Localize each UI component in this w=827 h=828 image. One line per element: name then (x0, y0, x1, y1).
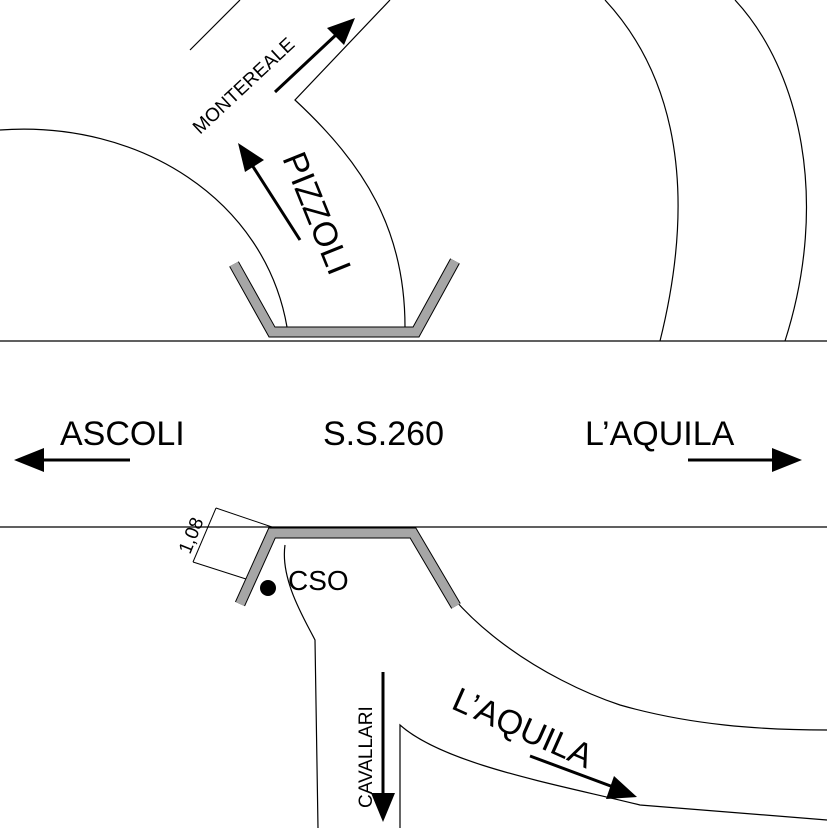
montereale-road-west-edge (189, 0, 241, 51)
south-roads (283, 544, 827, 828)
cavallari-arrow-icon (371, 672, 395, 822)
outer-arc-1 (604, 0, 679, 342)
road-name-label: S.S.260 (323, 415, 444, 453)
cso-label: CSO (288, 565, 349, 596)
cso-point-marker (260, 580, 276, 596)
pizzoli-label: PIZZOLI (275, 147, 358, 280)
south-island-kerb (234, 527, 461, 609)
west-arrow-icon (14, 448, 130, 472)
north-roads (0, 0, 808, 342)
dimension-label: 1,08 (175, 515, 208, 557)
south-east-destination-label: L’AQUILA (447, 681, 599, 777)
outer-arc-2 (734, 0, 808, 342)
north-island-kerb (229, 258, 460, 338)
west-destination-label: ASCOLI (60, 415, 185, 453)
laquila-road-north-edge (419, 544, 827, 731)
cavallari-road-east-edge (399, 723, 827, 828)
montereale-arrow-icon (273, 18, 355, 94)
east-destination-label: L’AQUILA (585, 415, 735, 453)
south-east-arrow-icon (529, 754, 637, 799)
north-road-west-edge (0, 128, 288, 328)
north-road-east-edge (294, 0, 406, 328)
dimension-marker (192, 507, 273, 580)
cavallari-road-west-edge (283, 544, 319, 828)
pizzoli-arrow-icon (238, 143, 302, 241)
east-arrow-icon (688, 448, 802, 472)
cavallari-label: CAVALLARI (356, 706, 377, 808)
